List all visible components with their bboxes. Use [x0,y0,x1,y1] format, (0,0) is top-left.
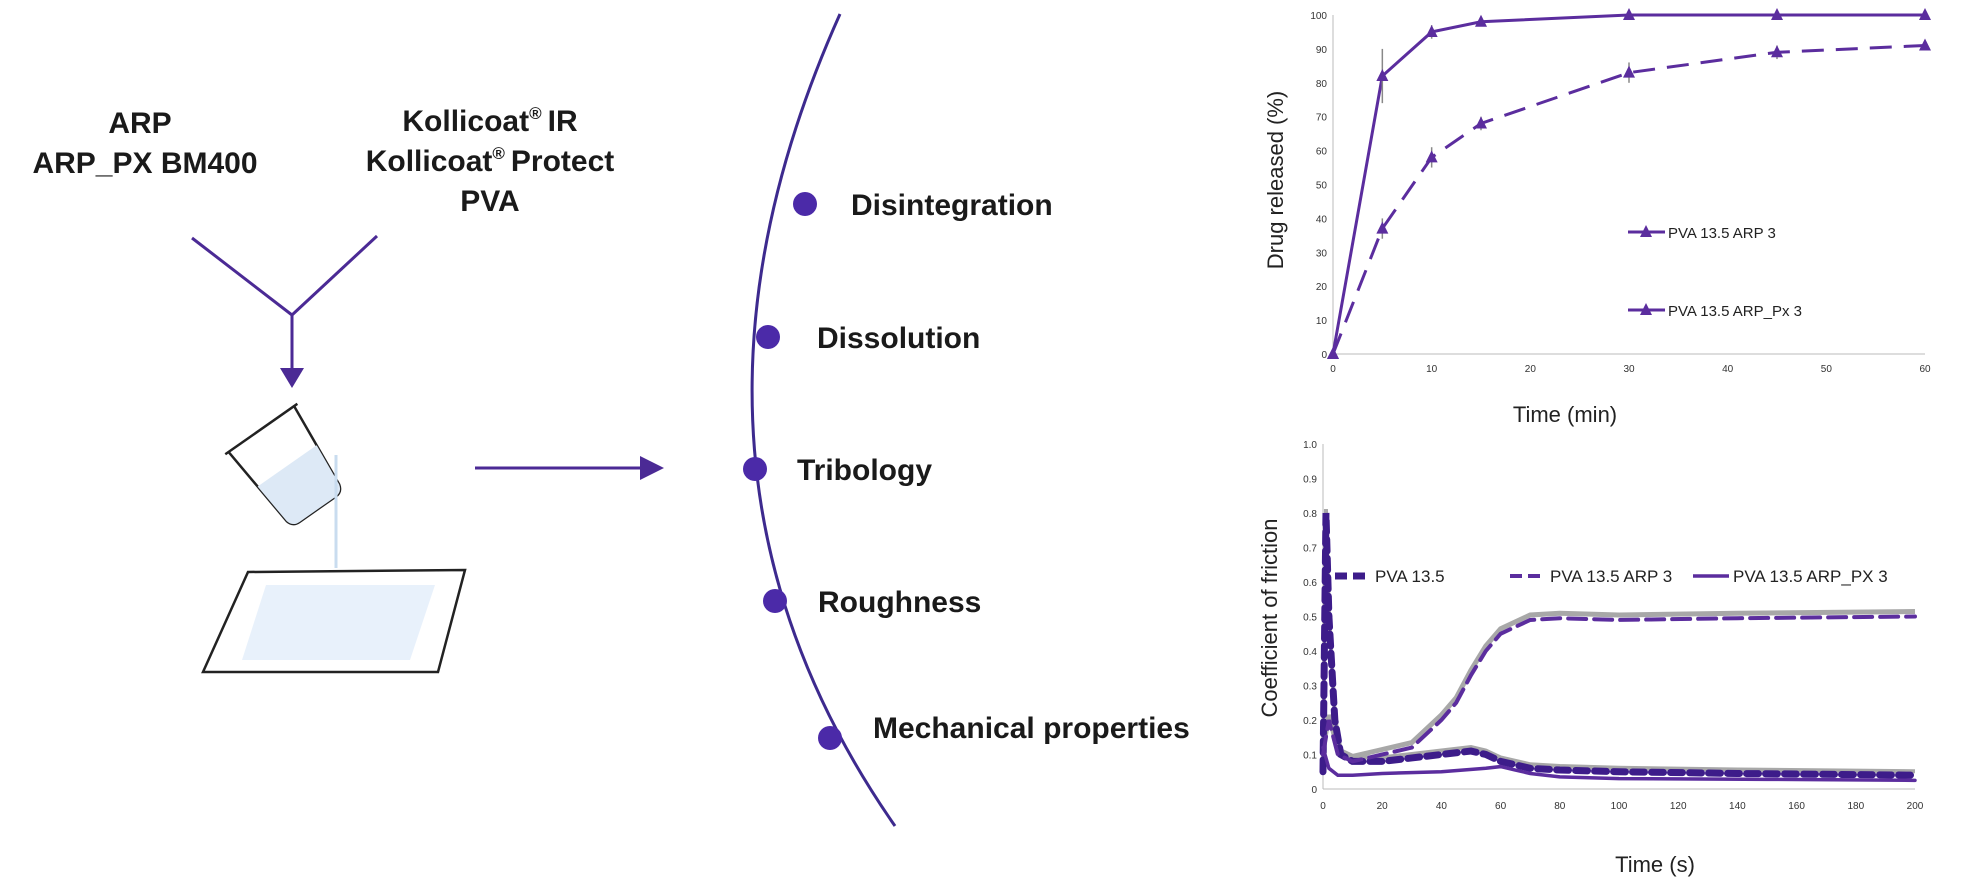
series-line-1 [1321,614,1917,764]
x-tick-label: 80 [1554,801,1566,812]
y-tick-label: 50 [1316,181,1328,192]
y-tick-label: 0 [1321,350,1327,361]
property-dot [818,726,842,750]
data-point [1425,150,1438,163]
x-tick-label: 20 [1377,801,1389,812]
y-tick-label: 0.4 [1303,647,1317,658]
series-line-2 [1321,745,1917,783]
data-point [1425,24,1438,37]
data-point [1376,69,1389,82]
y-tick-label: 1.0 [1303,440,1317,451]
property-dot [793,192,817,216]
input-polymer-3: PVA [460,185,519,218]
process-arrow-icon [475,456,664,480]
data-point [1376,221,1389,234]
beaker-icon [224,402,342,568]
property-dot [756,325,780,349]
data-point [1475,14,1487,27]
x-tick-label: 60 [1919,364,1931,375]
legend-label: PVA 13.5 [1375,567,1445,586]
property-dot [743,457,767,481]
properties-arc [750,13,897,827]
y-tick-label: 0.8 [1303,509,1317,520]
merge-arrow-icon [191,234,379,388]
x-tick-label: 0 [1330,364,1336,375]
input-polymer-1: Kollicoat®IR [402,104,578,138]
dissolution-chart: Drug released (%) Time (min) 0 10 20 30 40 50… [1263,8,1931,427]
x-tick-label: 30 [1623,364,1635,375]
series-line-0 [1319,512,1919,779]
chart2-xlabel: Time (s) [1615,852,1695,877]
chart1-xlabel: Time (min) [1513,402,1617,427]
variance-trace [1320,609,1916,760]
x-tick-label: 100 [1611,801,1628,812]
y-tick-label: 80 [1316,79,1328,90]
series-line-0 [1331,44,1926,355]
y-tick-label: 0.5 [1303,613,1317,624]
y-tick-label: 0.6 [1303,578,1317,589]
property-mechanical: Mechanical properties [873,712,1190,745]
x-tick-label: 120 [1670,801,1687,812]
x-tick-label: 40 [1436,801,1448,812]
input-drug-1: ARP [108,107,171,140]
x-tick-label: 160 [1788,801,1805,812]
data-point [1919,38,1931,51]
data-point [1475,116,1487,129]
legend-marker [1640,303,1652,315]
x-tick-label: 180 [1847,801,1864,812]
input-drug-2: ARP_PX BM400 [32,147,257,180]
friction-chart: Coefficient of friction Time (s) 0 20 40 60… [1257,440,1924,877]
y-tick-label: 100 [1310,11,1327,22]
legend-label: PVA 13.5 ARP_PX 3 [1733,567,1888,586]
data-point [1771,8,1783,20]
legend-label: PVA 13.5 ARP 3 [1550,567,1672,586]
y-tick-label: 70 [1316,113,1328,124]
y-tick-label: 0 [1311,785,1317,796]
chart2-ylabel: Coefficient of friction [1257,519,1282,718]
y-tick-label: 0.7 [1303,544,1317,555]
y-tick-label: 0.2 [1303,716,1317,727]
data-point [1919,8,1931,20]
property-tribology: Tribology [797,454,932,487]
input-polymer-2: Kollicoat®Protect [366,144,615,178]
y-tick-label: 40 [1316,214,1328,225]
property-disintegration: Disintegration [851,189,1053,222]
y-tick-label: 90 [1316,45,1328,56]
data-point [1623,65,1635,78]
data-point [1623,8,1635,20]
property-roughness: Roughness [818,586,981,619]
x-tick-label: 60 [1495,801,1507,812]
property-dot [763,589,787,613]
y-tick-label: 30 [1316,248,1328,259]
chart1-ylabel: Drug released (%) [1263,91,1288,270]
x-tick-label: 140 [1729,801,1746,812]
x-tick-label: 40 [1722,364,1734,375]
y-tick-label: 10 [1316,316,1328,327]
data-point [1327,347,1339,359]
variance-trace [1321,508,1916,774]
property-dissolution: Dissolution [817,322,980,355]
film-icon [201,568,467,674]
x-tick-label: 10 [1426,364,1438,375]
y-tick-label: 0.3 [1303,682,1317,693]
legend-label: PVA 13.5 ARP 3 [1668,225,1776,242]
legend-label: PVA 13.5 ARP_Px 3 [1668,303,1802,320]
y-tick-label: 60 [1316,147,1328,158]
y-tick-label: 20 [1316,282,1328,293]
y-tick-label: 0.1 [1303,751,1317,762]
x-tick-label: 200 [1907,801,1924,812]
x-tick-label: 20 [1525,364,1537,375]
x-tick-label: 0 [1320,801,1326,812]
data-point [1771,45,1783,58]
y-tick-label: 0.9 [1303,475,1317,486]
x-tick-label: 50 [1821,364,1833,375]
legend-marker [1640,225,1652,237]
